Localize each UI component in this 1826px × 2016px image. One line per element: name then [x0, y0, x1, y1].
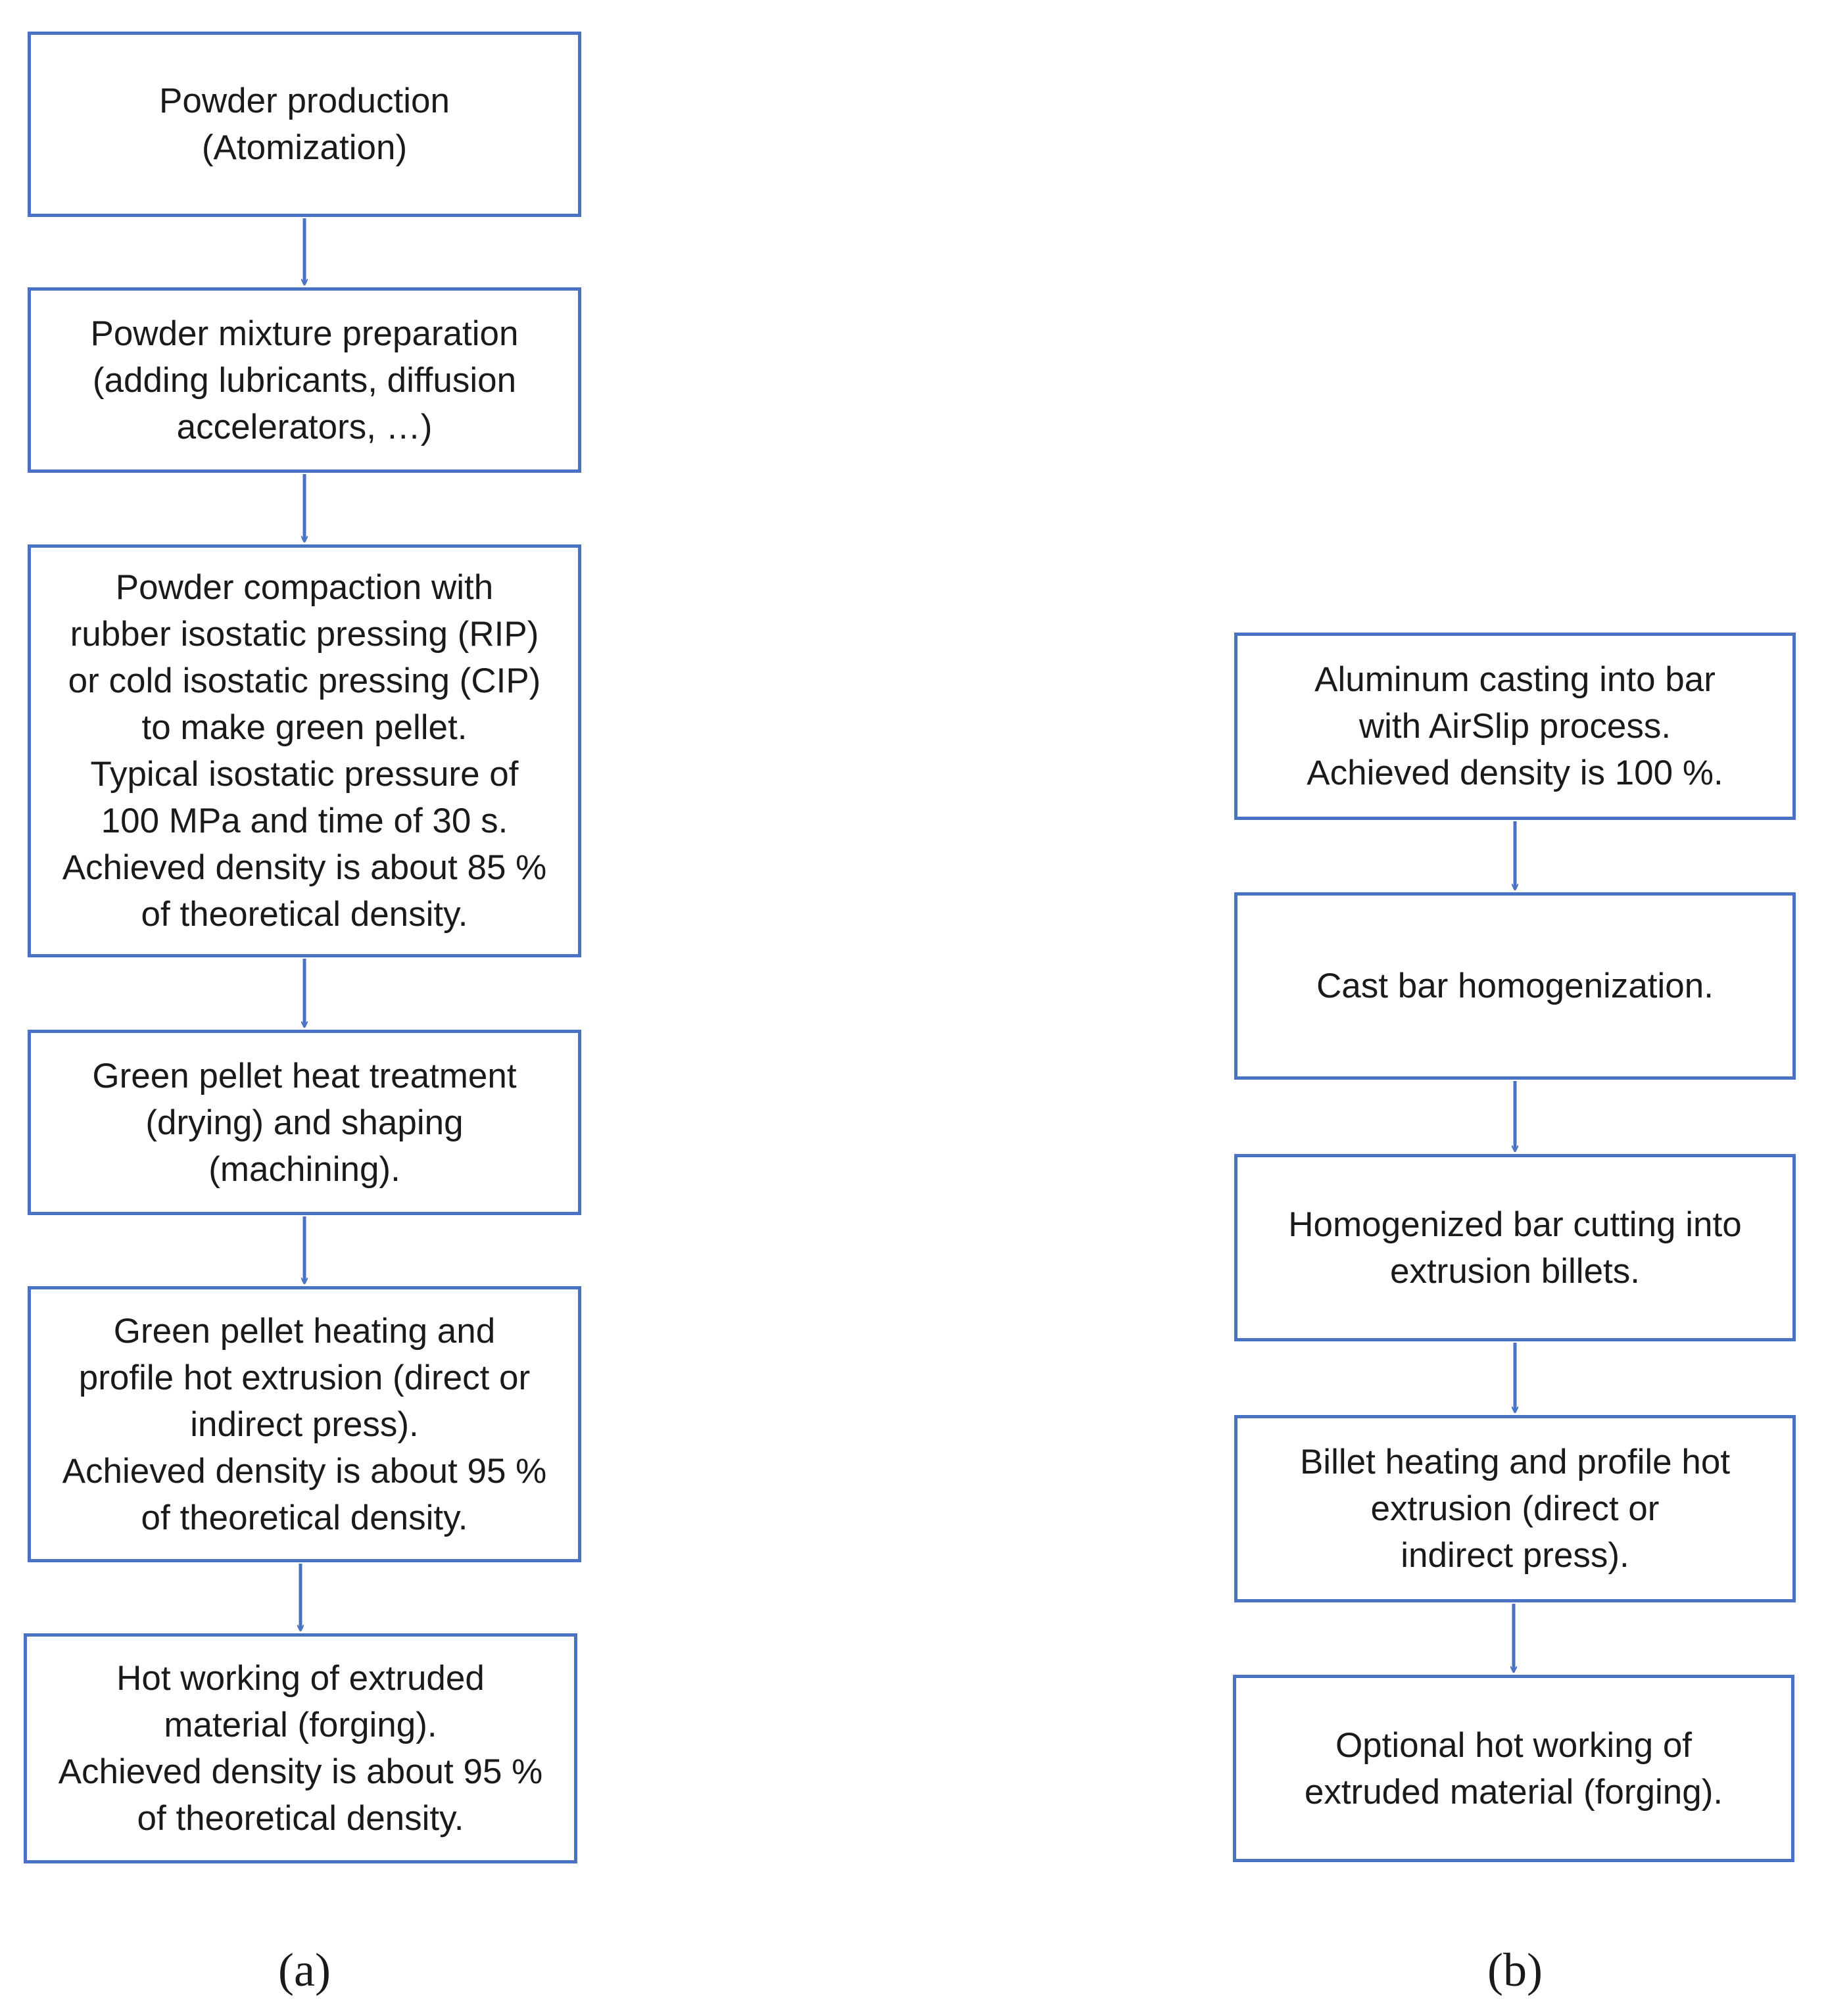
- step-a1-line: Powder production: [159, 82, 450, 120]
- step-a5-hot-extrusion: Green pellet heating and profile hot ext…: [28, 1286, 581, 1562]
- step-b5-optional-hot-working: Optional hot working of extruded materia…: [1233, 1675, 1794, 1862]
- step-b1-aluminum-casting: Aluminum casting into bar with AirSlip p…: [1234, 633, 1796, 820]
- step-a2-text: Powder mixture preparation (adding lubri…: [77, 310, 531, 450]
- step-a3-powder-compaction: Powder compaction with rubber isostatic …: [28, 544, 581, 957]
- step-b1-line: Achieved density is 100 %.: [1307, 754, 1723, 792]
- step-a1-powder-production: Powder production (Atomization): [28, 32, 581, 217]
- step-b1-line: Aluminum casting into bar: [1314, 660, 1716, 699]
- step-b1-line: with AirSlip process.: [1358, 707, 1671, 746]
- step-a6-line: Hot working of extruded: [116, 1659, 485, 1698]
- step-a5-line: Green pellet heating and: [113, 1311, 496, 1351]
- step-b3-text: Homogenized bar cutting into extrusion b…: [1275, 1201, 1754, 1295]
- step-a6-line: of theoretical density.: [137, 1799, 464, 1838]
- step-a4-line: (drying) and shaping: [145, 1103, 464, 1142]
- step-a3-line: Typical isostatic pressure of: [90, 755, 519, 794]
- step-b4-line: extrusion (direct or: [1370, 1489, 1660, 1528]
- panel-label-a: (a): [278, 1944, 331, 1996]
- step-a6-line: Achieved density is about 95 %: [58, 1752, 543, 1791]
- step-b5-text: Optional hot working of extruded materia…: [1291, 1722, 1736, 1815]
- step-b3-line: Homogenized bar cutting into: [1288, 1205, 1742, 1244]
- step-a3-line: Powder compaction with: [115, 568, 494, 607]
- step-b3-bar-cutting: Homogenized bar cutting into extrusion b…: [1234, 1154, 1796, 1341]
- step-a3-line: 100 MPa and time of 30 s.: [101, 802, 508, 840]
- step-a3-line: rubber isostatic pressing (RIP): [70, 615, 539, 654]
- panel-label-b: (b): [1487, 1944, 1543, 1996]
- step-a3-line: or cold isostatic pressing (CIP): [68, 661, 541, 700]
- step-a3-text: Powder compaction with rubber isostatic …: [49, 564, 560, 938]
- step-a2-line: Powder mixture preparation: [90, 314, 519, 353]
- step-b2-text: Cast bar homogenization.: [1303, 963, 1727, 1009]
- step-b4-billet-heating-extrusion: Billet heating and profile hot extrusion…: [1234, 1415, 1796, 1602]
- step-a5-line: profile hot extrusion (direct or: [78, 1358, 531, 1397]
- step-b3-line: extrusion billets.: [1389, 1251, 1640, 1291]
- step-b5-line: Optional hot working of: [1335, 1725, 1693, 1765]
- step-a4-line: Green pellet heat treatment: [92, 1056, 517, 1095]
- step-a5-line: indirect press).: [190, 1404, 419, 1444]
- step-b5-line: extruded material (forging).: [1304, 1772, 1723, 1812]
- step-a5-text: Green pellet heating and profile hot ext…: [49, 1308, 560, 1541]
- step-a2-line: accelerators, …): [176, 407, 433, 446]
- step-b4-line: Billet heating and profile hot: [1299, 1443, 1731, 1481]
- step-a1-line: (Atomization): [201, 128, 408, 167]
- step-a3-line: of theoretical density.: [141, 895, 468, 934]
- step-b4-line: indirect press).: [1401, 1536, 1629, 1575]
- step-b2-cast-bar-homogenization: Cast bar homogenization.: [1234, 892, 1796, 1080]
- step-a6-hot-working: Hot working of extruded material (forgin…: [24, 1633, 577, 1863]
- step-b4-text: Billet heating and profile hot extrusion…: [1287, 1439, 1743, 1579]
- step-a6-text: Hot working of extruded material (forgin…: [45, 1655, 556, 1842]
- step-a3-line: to make green pellet.: [141, 708, 468, 747]
- step-a2-powder-mixture: Powder mixture preparation (adding lubri…: [28, 287, 581, 473]
- step-a6-line: material (forging).: [164, 1706, 437, 1744]
- step-b2-line: Cast bar homogenization.: [1316, 967, 1714, 1005]
- step-a3-line: Achieved density is about 85 %: [62, 848, 547, 887]
- step-a2-line: (adding lubricants, diffusion: [92, 360, 517, 400]
- step-a5-line: of theoretical density.: [141, 1498, 468, 1537]
- step-a4-text: Green pellet heat treatment (drying) and…: [79, 1053, 529, 1193]
- step-a1-text: Powder production (Atomization): [146, 78, 463, 171]
- step-a4-line: (machining).: [208, 1149, 400, 1189]
- step-b1-text: Aluminum casting into bar with AirSlip p…: [1293, 656, 1736, 796]
- step-a5-line: Achieved density is about 95 %: [62, 1451, 547, 1491]
- step-a4-green-pellet-heat-treatment: Green pellet heat treatment (drying) and…: [28, 1030, 581, 1215]
